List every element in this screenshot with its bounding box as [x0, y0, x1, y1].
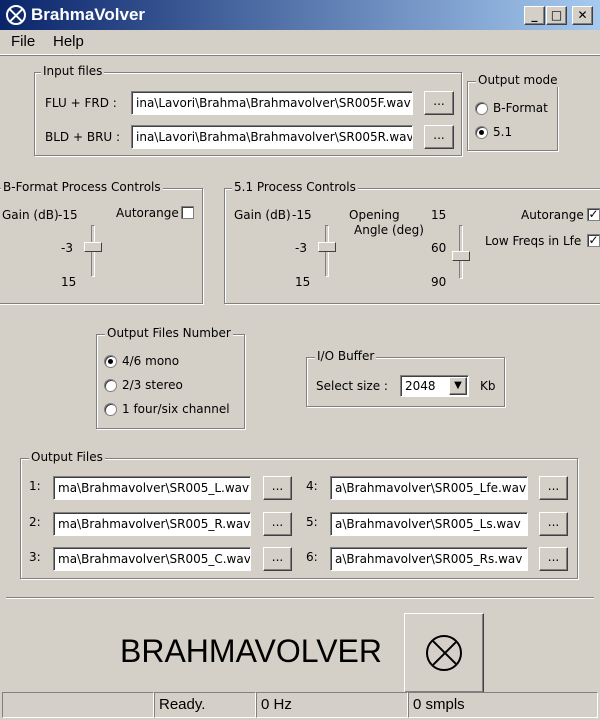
fivepointone-radio-label[interactable]: 5.1 [493, 125, 513, 139]
bformat-autorange-checkbox[interactable] [181, 206, 194, 219]
status-text: Ready. [154, 692, 256, 718]
output-file-2-browse-button[interactable]: ... [263, 512, 292, 536]
maximize-button[interactable]: □ [546, 6, 567, 25]
output-file-6-browse-button[interactable]: ... [539, 547, 568, 571]
output-files-number-legend: Output Files Number [105, 326, 233, 340]
buffer-size-label: Select size : [316, 379, 388, 393]
output-file-1-browse-button[interactable]: ... [263, 476, 292, 500]
input-files-group: Input files FLU + FRD : ina\Lavori\Brahm… [34, 64, 462, 156]
output-file-2-input[interactable]: ma\Brahmavolver\SR005_R.wav [53, 512, 251, 536]
bformat-controls-legend: B-Format Process Controls [1, 180, 163, 194]
bformat-controls-group: B-Format Process Controls Gain (dB) -15 … [0, 180, 203, 304]
io-buffer-legend: I/O Buffer [315, 349, 377, 363]
output-file-4-number: 4: [306, 479, 318, 493]
opening-angle-slider-thumb[interactable] [452, 251, 470, 261]
minimize-button[interactable]: _ [524, 6, 545, 25]
fivepointone-controls-legend: 5.1 Process Controls [232, 180, 358, 194]
angle-tick-mid: 60 [431, 241, 447, 255]
bld-bru-label: BLD + BRU : [45, 130, 121, 144]
app-logo-icon[interactable] [6, 5, 26, 25]
bformat-gain-label: Gain (dB) [2, 208, 59, 222]
fivepointone-gain-slider-thumb[interactable] [318, 242, 336, 252]
output-mode-legend: Output mode [476, 73, 560, 87]
bformat-autorange-label: Autorange [116, 206, 179, 220]
bformat-radio-label[interactable]: B-Format [493, 101, 548, 115]
flu-frd-input[interactable]: ina\Lavori\Brahma\Brahmavolver\SR005F.wa… [131, 91, 413, 115]
buffer-unit-label: Kb [480, 379, 496, 393]
output-file-4-input[interactable]: a\Brahmavolver\SR005_Lfe.wav [330, 476, 528, 500]
output-files-legend: Output Files [29, 450, 105, 464]
angle-tick-top: 15 [431, 208, 447, 222]
bformat-gain-tick-top: -15 [58, 208, 78, 222]
status-panel-1 [2, 692, 154, 718]
status-frequency: 0 Hz [256, 692, 408, 718]
output-mode-group: Output mode B-Format 5.1 [467, 73, 560, 151]
output-file-3-number: 3: [29, 550, 41, 564]
bformat-gain-slider-thumb[interactable] [84, 242, 102, 252]
opening-angle-label-2: Angle (deg) [354, 223, 424, 237]
output-file-3-browse-button[interactable]: ... [263, 547, 292, 571]
output-file-6-number: 6: [306, 550, 318, 564]
multichannel-radio[interactable] [104, 403, 117, 416]
window-title: BrahmaVolver [31, 5, 146, 24]
output-files-number-group: Output Files Number 4/6 mono 2/3 stereo … [96, 326, 245, 429]
output-file-6-input[interactable]: a\Brahmavolver\SR005_Rs.wav [330, 547, 528, 571]
bld-bru-browse-button[interactable]: ... [424, 125, 454, 149]
output-file-1-input[interactable]: ma\Brahmavolver\SR005_L.wav [53, 476, 251, 500]
output-file-4-browse-button[interactable]: ... [539, 476, 568, 500]
buffer-size-select[interactable]: 2048 ▼ [400, 375, 469, 397]
output-file-1-number: 1: [29, 479, 41, 493]
stereo-radio[interactable] [104, 379, 117, 392]
process-icon [426, 635, 462, 671]
output-file-5-input[interactable]: a\Brahmavolver\SR005_Ls.wav [330, 512, 528, 536]
menu-bar: File Help [0, 30, 600, 55]
flu-frd-label: FLU + FRD : [45, 96, 117, 110]
stereo-radio-label[interactable]: 2/3 stereo [122, 378, 183, 392]
output-file-5-number: 5: [306, 515, 318, 529]
title-bar[interactable]: BrahmaVolver _ □ ✕ [0, 0, 600, 30]
output-file-5-browse-button[interactable]: ... [539, 512, 568, 536]
fivepointone-gain-tick-bot: 15 [295, 275, 311, 289]
low-freqs-checkbox[interactable]: ✓ [587, 233, 600, 247]
fivepointone-controls-group: 5.1 Process Controls Gain (dB) -15 -3 15… [224, 180, 600, 304]
chevron-down-icon[interactable]: ▼ [449, 377, 467, 395]
mono-radio[interactable] [104, 355, 117, 368]
close-button[interactable]: ✕ [572, 6, 593, 25]
bformat-radio[interactable] [475, 102, 488, 115]
output-file-2-number: 2: [29, 515, 41, 529]
fivepointone-gain-tick-top: -15 [292, 208, 312, 222]
opening-angle-label-1: Opening [349, 208, 400, 222]
low-freqs-label: Low Freqs in Lfe [485, 234, 582, 248]
menu-help[interactable]: Help [53, 33, 84, 50]
flu-frd-browse-button[interactable]: ... [424, 91, 454, 115]
fivepointone-autorange-checkbox[interactable]: ✓ [587, 207, 600, 221]
bld-bru-input[interactable]: ina\Lavori\Brahma\Brahmavolver\SR005R.wa… [131, 125, 413, 149]
angle-tick-bot: 90 [431, 275, 447, 289]
brand-text: BRAHMAVOLVER [120, 633, 382, 669]
process-button[interactable] [404, 613, 484, 693]
fivepointone-gain-tick-mid: -3 [295, 241, 307, 255]
fivepointone-gain-label: Gain (dB) [234, 208, 291, 222]
io-buffer-group: I/O Buffer Select size : 2048 ▼ Kb [306, 349, 505, 407]
multichannel-radio-label[interactable]: 1 four/six channel [122, 402, 230, 416]
fivepointone-radio[interactable] [475, 126, 488, 139]
mono-radio-label[interactable]: 4/6 mono [122, 354, 180, 368]
status-samples: 0 smpls [408, 692, 598, 718]
bformat-gain-tick-mid: -3 [61, 241, 73, 255]
output-file-3-input[interactable]: ma\Brahmavolver\SR005_C.wav [53, 547, 251, 571]
menu-file[interactable]: File [11, 33, 36, 50]
output-files-group: Output Files 1: ma\Brahmavolver\SR005_L.… [20, 450, 578, 579]
separator [6, 597, 594, 599]
fivepointone-autorange-label: Autorange [521, 208, 584, 222]
buffer-size-value: 2048 [405, 379, 436, 393]
input-files-legend: Input files [41, 64, 105, 78]
bformat-gain-tick-bot: 15 [61, 275, 77, 289]
